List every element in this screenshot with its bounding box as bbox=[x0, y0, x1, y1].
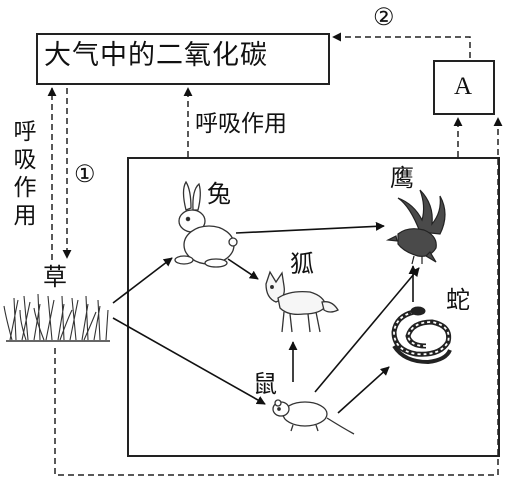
arrow-grass-rat bbox=[112, 317, 266, 405]
rat-label: 鼠 bbox=[253, 370, 277, 398]
arrow-rabbit-hawk bbox=[235, 221, 385, 234]
respiration-label-right: 呼吸作用 bbox=[195, 111, 287, 137]
arrow-rat-hawk bbox=[314, 267, 420, 393]
a-label: A bbox=[454, 73, 473, 100]
snake-illustration bbox=[391, 306, 452, 365]
a-box bbox=[433, 60, 495, 115]
hawk-label: 鹰 bbox=[390, 164, 414, 192]
arrow-rabbit-fox bbox=[227, 258, 259, 280]
rabbit-label: 兔 bbox=[207, 180, 231, 208]
rabbit-illustration bbox=[174, 180, 238, 268]
grass-to-a-loop bbox=[54, 117, 503, 476]
process-1-label: ① bbox=[74, 160, 96, 188]
fox-label: 狐 bbox=[290, 250, 314, 278]
rat-illustration bbox=[272, 399, 355, 435]
respiration-label-left: 呼吸作用 bbox=[13, 119, 37, 229]
co2-label: 大气中的二氧化碳 bbox=[44, 40, 268, 71]
arrow-grass-rabbit bbox=[112, 257, 173, 304]
arrow-rat-snake bbox=[337, 366, 390, 414]
grass-label: 草 bbox=[43, 263, 67, 291]
fox-illustration bbox=[265, 270, 339, 333]
co2-box bbox=[36, 33, 330, 85]
snake-label: 蛇 bbox=[446, 286, 470, 314]
a-to-co2-arrow bbox=[332, 32, 471, 58]
ecosystem-box bbox=[127, 157, 500, 457]
grass-illustration bbox=[3, 293, 110, 342]
process-2-label: ② bbox=[373, 3, 395, 31]
hawk-illustration bbox=[385, 189, 446, 265]
